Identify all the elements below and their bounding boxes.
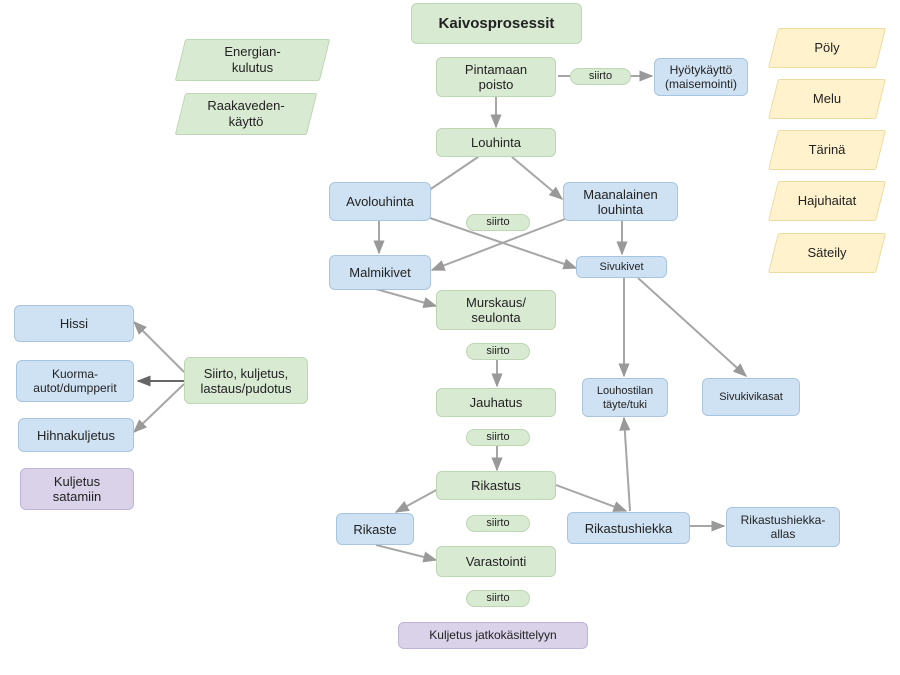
node-rikaste: Rikaste [336,513,414,545]
impact-vibration: Tärinä [768,130,886,170]
impact-dust: Pöly [768,28,886,68]
node-maanalainen-louhinta: Maanalainen louhinta [563,182,678,221]
node-pintamaan-poisto: Pintamaan poisto [436,57,556,97]
node-louhostilan-tayte: Louhostilan täyte/tuki [582,378,668,417]
node-sivukivikasat: Sivukivikasat [702,378,800,416]
edge-rikastus-rikastushiekka [555,484,628,512]
impact-noise: Melu [768,79,886,119]
node-hyotykaytto: Hyötykäyttö (maisemointi) [654,58,748,96]
transfer-label-jauhatus: siirto [466,429,530,446]
impact-odour: Hajuhaitat [768,181,886,221]
impact-odour-label: Hajuhaitat [797,193,857,208]
node-louhinta: Louhinta [436,128,556,157]
transfer-label-rikastus: siirto [466,515,530,532]
edge-maanalainen-malmikivet [430,218,566,271]
edge-malmikivet-murskaus [375,288,438,308]
edge-siirto-hihnakuljetus [132,383,185,433]
node-hissi: Hissi [14,305,134,342]
input-raw-water-use: Raakaveden- käyttö [174,93,318,135]
edge-rikastushiekka-louhostila [619,416,631,512]
node-rikastushiekka-allas: Rikastushiekka- allas [726,507,840,547]
transfer-label-varastointi: siirto [466,590,530,607]
input-energy-consumption: Energian- kulutus [174,39,331,81]
impact-vibration-label: Tärinä [808,142,846,157]
edge-sivukivet-sivukivikasat [637,277,748,377]
node-sivukivet: Sivukivet [576,256,667,278]
edge-siirto-hissi [133,321,185,373]
node-varastointi: Varastointi [436,546,556,577]
node-siirto-kuljetus-lastaus: Siirto, kuljetus, lastaus/pudotus [184,357,308,404]
impact-radiation: Säteily [768,233,886,273]
node-avolouhinta: Avolouhinta [329,182,431,221]
input-energy-consumption-label: Energian- kulutus [224,44,281,75]
node-rikastus: Rikastus [436,471,556,500]
transfer-label-murskaus: siirto [466,343,530,360]
page-title: Kaivosprosessit [411,3,582,44]
impact-radiation-label: Säteily [807,245,847,260]
node-jauhatus: Jauhatus [436,388,556,417]
node-murskaus-seulonta: Murskaus/ seulonta [436,290,556,330]
edge-rikastus-rikaste [394,487,441,513]
node-kuljetus-jatkokasittelyyn: Kuljetus jatkokäsittelyyn [398,622,588,649]
node-hihnakuljetus: Hihnakuljetus [18,418,134,452]
impact-noise-label: Melu [812,91,842,106]
transfer-label-louhinta: siirto [466,214,530,231]
node-malmikivet: Malmikivet [329,255,431,290]
transfer-label-hyotykaytto: siirto [570,68,631,85]
input-raw-water-use-label: Raakaveden- käyttö [207,98,285,129]
edge-louhinta-maanalainen [511,156,564,200]
node-rikastushiekka: Rikastushiekka [567,512,690,544]
impact-dust-label: Pöly [814,40,840,55]
node-kuorma-autot: Kuorma- autot/dumpperit [16,360,134,402]
edge-rikaste-varastointi [375,544,438,563]
node-kuljetus-satamiin: Kuljetus satamiin [20,468,134,510]
